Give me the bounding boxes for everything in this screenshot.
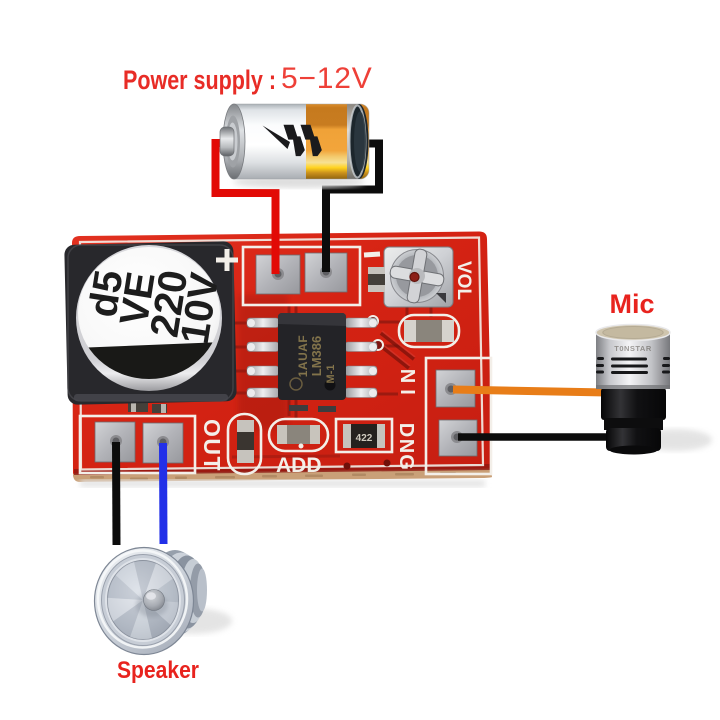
svg-text:N: N (396, 369, 418, 383)
svg-text:220: 220 (142, 267, 196, 340)
svg-text:G: G (395, 454, 417, 470)
svg-text:OUT: OUT (199, 419, 225, 472)
svg-text:VOL: VOL (453, 261, 474, 300)
svg-text:M-1: M-1 (325, 365, 337, 384)
svg-text:Mic: Mic (609, 289, 654, 319)
svg-text:5−12V: 5−12V (281, 62, 373, 95)
svg-text:ADD: ADD (276, 454, 322, 477)
svg-text:LM386: LM386 (309, 336, 324, 376)
svg-text:T0NSTAR: T0NSTAR (614, 344, 652, 353)
svg-text:Power supply :: Power supply : (123, 65, 276, 95)
svg-text:D: D (395, 423, 417, 437)
svg-text:Speaker: Speaker (117, 657, 199, 684)
svg-text:N: N (395, 439, 417, 453)
svg-text:I: I (396, 389, 418, 395)
svg-text:VE: VE (112, 269, 164, 329)
svg-text:422: 422 (356, 433, 373, 444)
svg-text:d5: d5 (81, 267, 132, 320)
svg-text:1AUAF: 1AUAF (296, 335, 310, 378)
